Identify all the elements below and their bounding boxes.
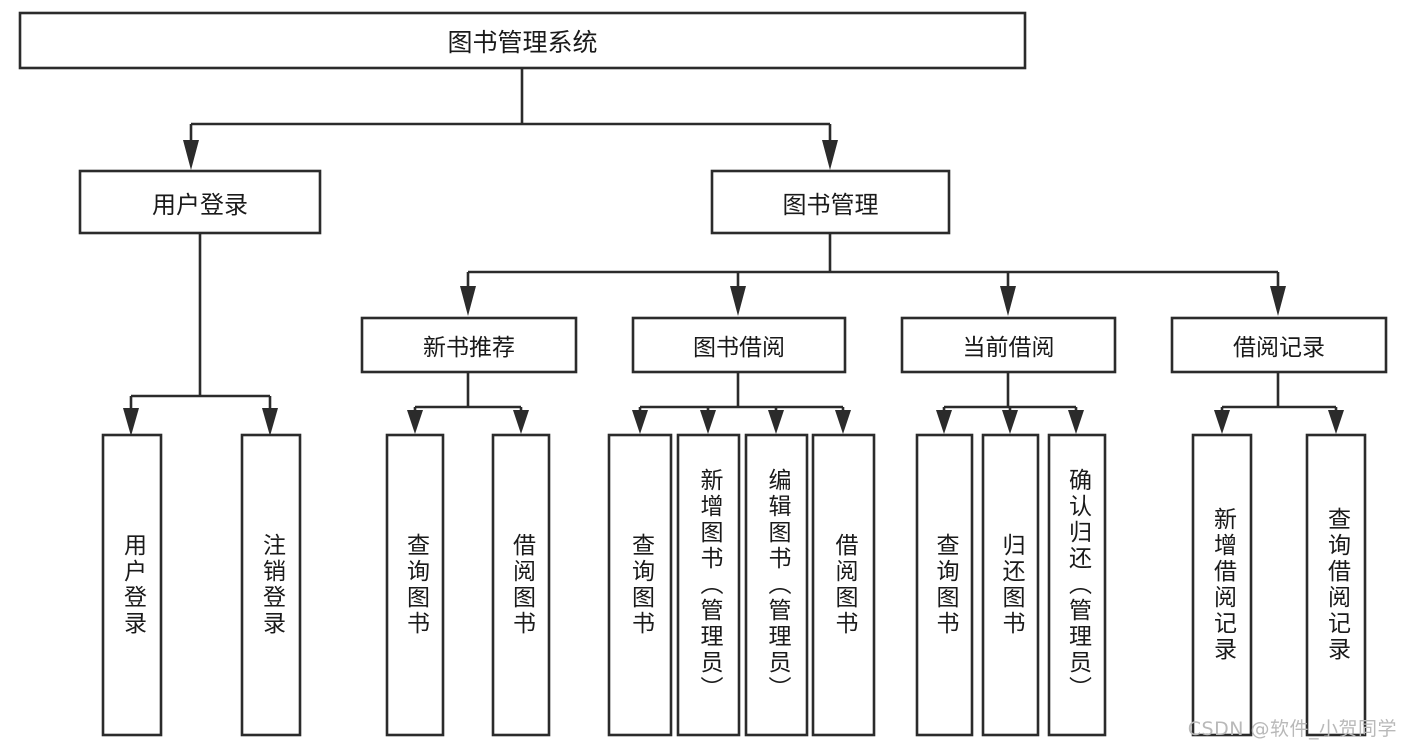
arrowhead-new-book-recommend bbox=[460, 286, 476, 316]
arrowhead-leaf-confirm-return bbox=[1068, 410, 1084, 434]
node-box-root[interactable] bbox=[18, 11, 1027, 70]
arrowhead-leaf-borrow-book-2 bbox=[835, 410, 851, 434]
node-box-leaf-edit-book[interactable] bbox=[744, 433, 809, 737]
arrowhead-current-borrow bbox=[1000, 286, 1016, 316]
node-box-leaf-user-login[interactable] bbox=[101, 433, 163, 737]
node-box-leaf-query-book-1[interactable] bbox=[385, 433, 445, 737]
arrowhead-leaf-add-record bbox=[1214, 410, 1230, 434]
arrowhead-borrow-record bbox=[1270, 286, 1286, 316]
node-box-leaf-query-book-2[interactable] bbox=[607, 433, 673, 737]
arrowhead-leaf-return-book bbox=[1002, 410, 1018, 434]
arrowhead-leaf-query-record bbox=[1328, 410, 1344, 434]
node-box-leaf-logout[interactable] bbox=[240, 433, 302, 737]
arrowhead-leaf-logout bbox=[262, 408, 278, 436]
arrowhead-book-manage bbox=[822, 140, 838, 170]
node-box-leaf-add-book[interactable] bbox=[676, 433, 741, 737]
node-box-new-book-recommend[interactable] bbox=[360, 316, 578, 374]
node-box-leaf-borrow-book-1[interactable] bbox=[491, 433, 551, 737]
node-box-leaf-confirm-return[interactable] bbox=[1047, 433, 1107, 737]
arrowhead-leaf-query-book-3 bbox=[936, 410, 952, 434]
node-box-leaf-query-record[interactable] bbox=[1305, 433, 1367, 737]
node-box-book-borrow[interactable] bbox=[631, 316, 847, 374]
arrowhead-user-login bbox=[183, 140, 199, 170]
arrowhead-leaf-query-book-1 bbox=[407, 410, 423, 434]
arrowhead-leaf-edit-book bbox=[768, 410, 784, 434]
arrowhead-book-borrow bbox=[730, 286, 746, 316]
node-box-borrow-record[interactable] bbox=[1170, 316, 1388, 374]
node-box-current-borrow[interactable] bbox=[900, 316, 1117, 374]
node-box-leaf-borrow-book-2[interactable] bbox=[811, 433, 876, 737]
csdn-watermark: CSDN @软件_小贺同学 bbox=[1187, 718, 1397, 740]
arrowhead-leaf-query-book-2 bbox=[632, 410, 648, 434]
arrowhead-leaf-add-book bbox=[700, 410, 716, 434]
arrowhead-leaf-borrow-book-1 bbox=[513, 410, 529, 434]
node-box-leaf-add-record[interactable] bbox=[1191, 433, 1253, 737]
node-box-leaf-query-book-3[interactable] bbox=[915, 433, 974, 737]
node-box-leaf-return-book[interactable] bbox=[981, 433, 1040, 737]
node-box-book-manage[interactable] bbox=[710, 169, 951, 235]
node-box-user-login[interactable] bbox=[78, 169, 322, 235]
arrowhead-leaf-user-login bbox=[123, 408, 139, 436]
